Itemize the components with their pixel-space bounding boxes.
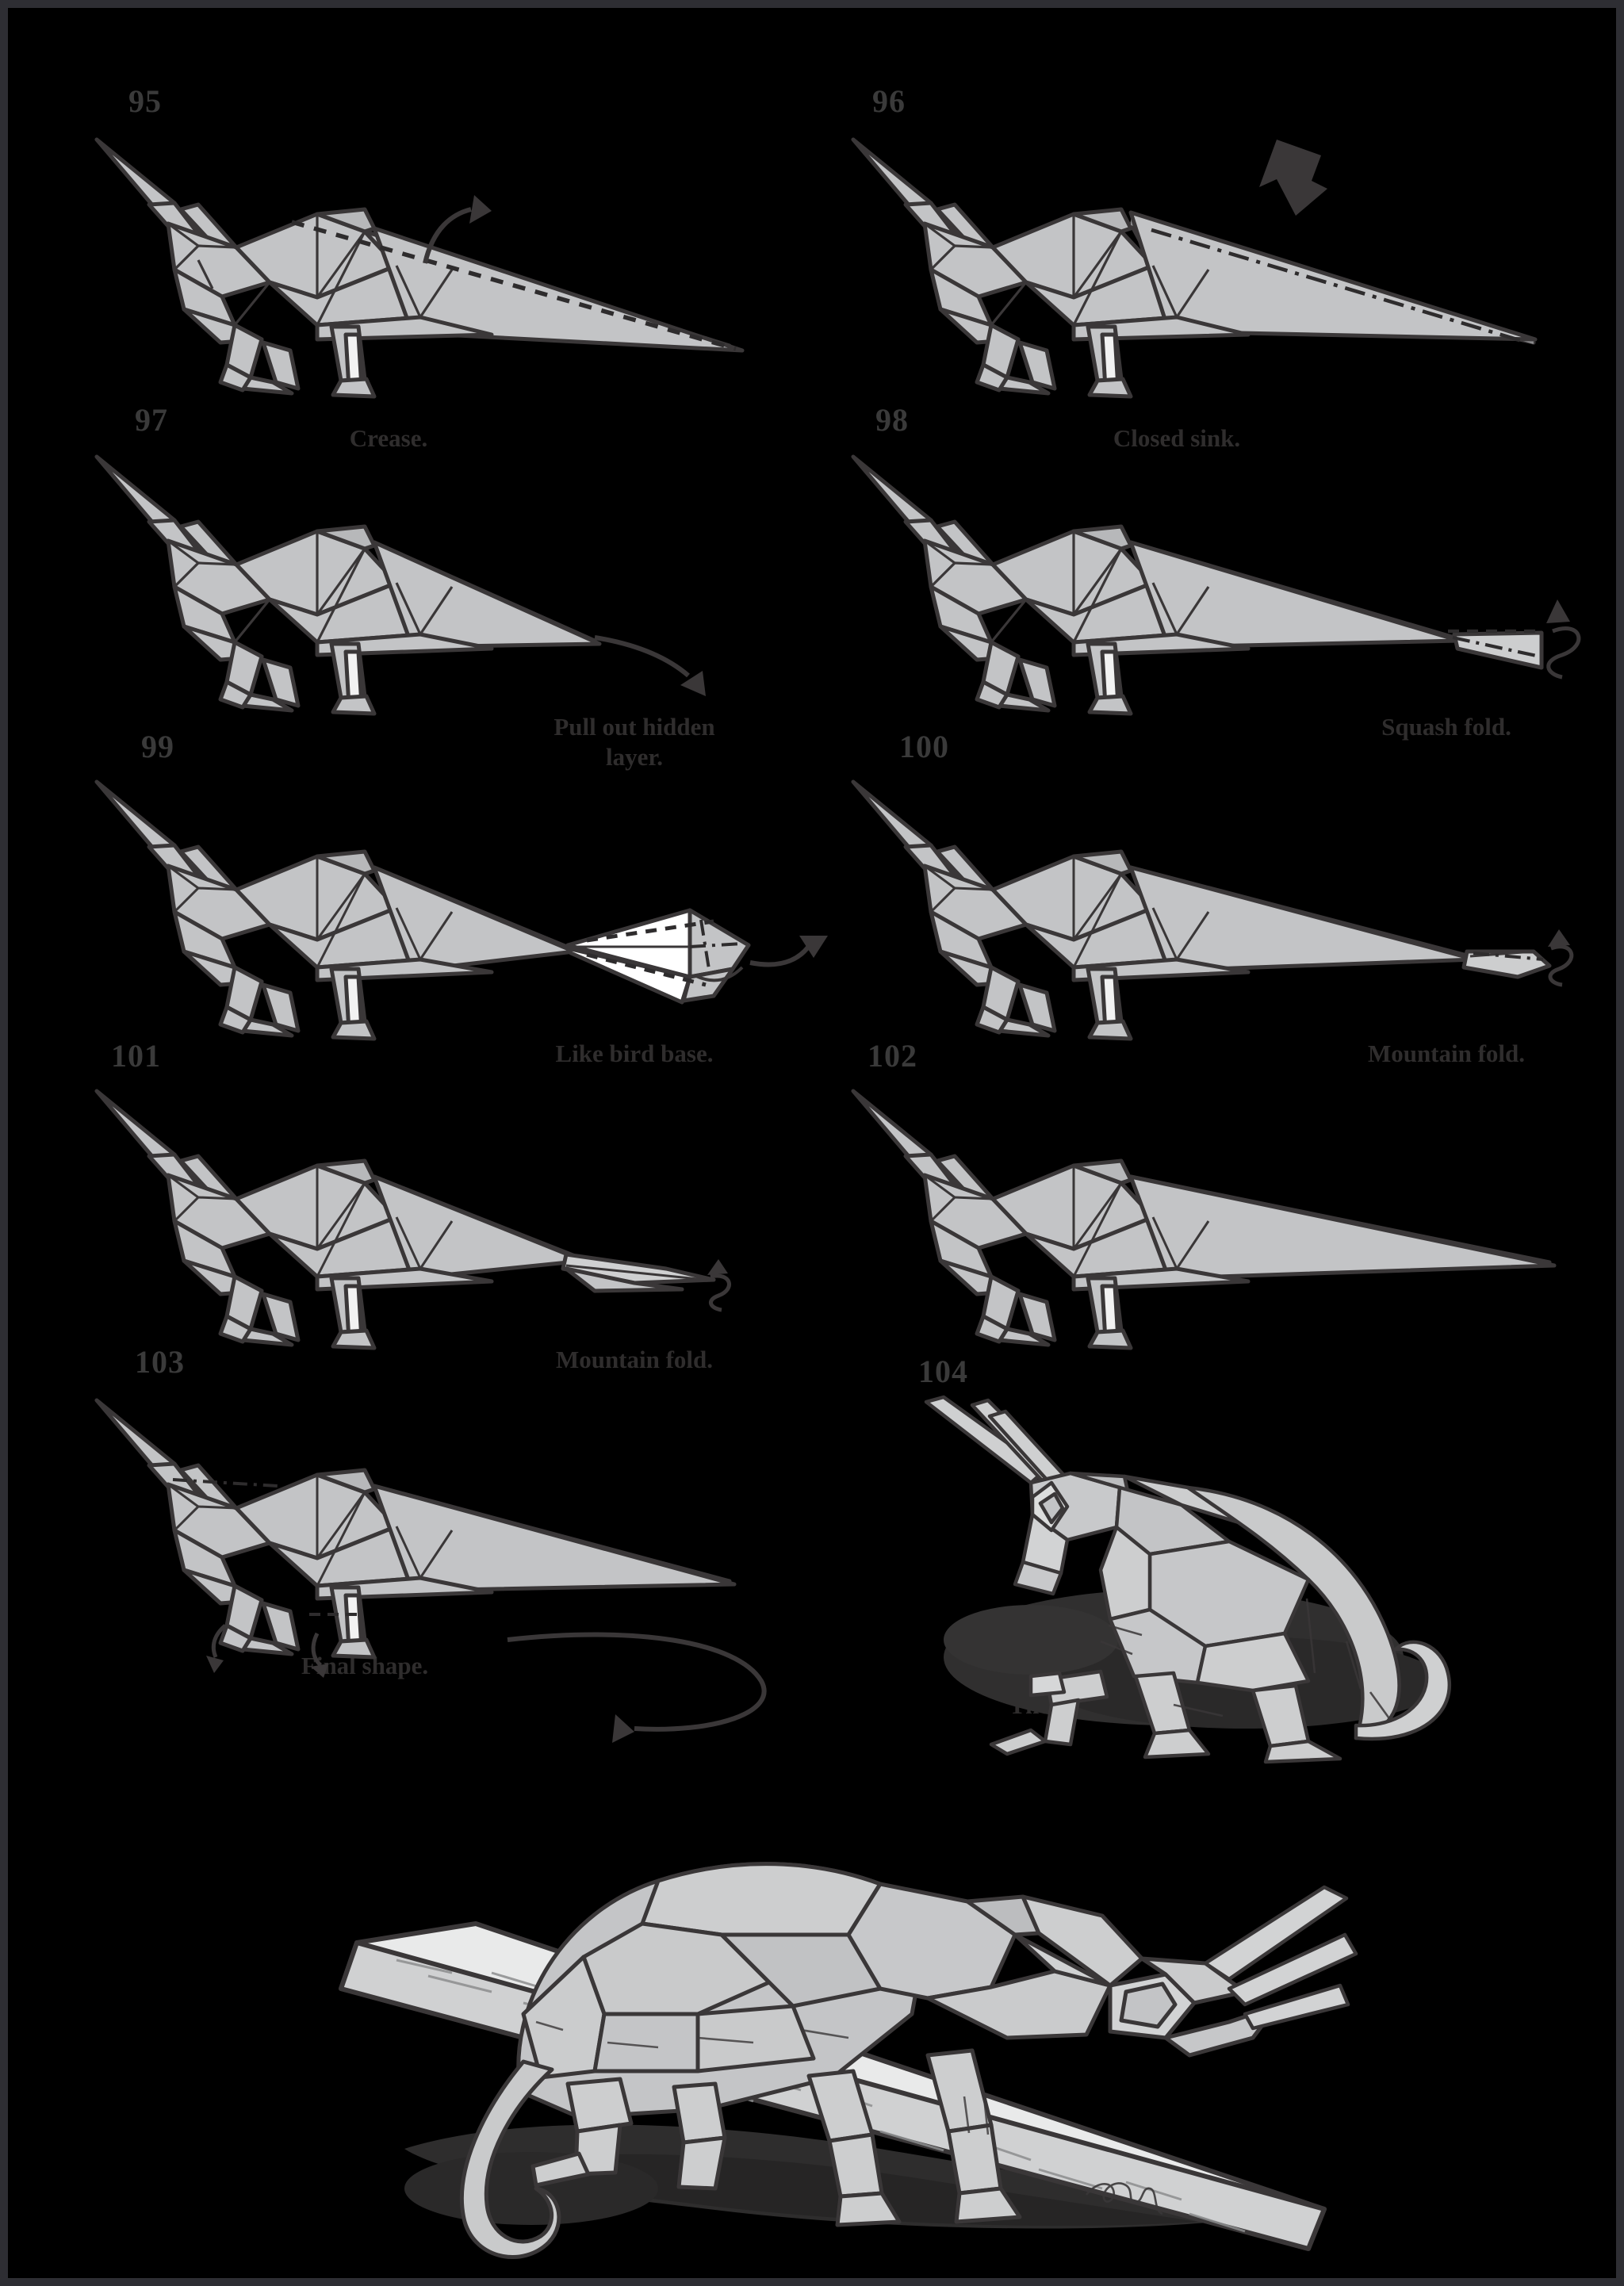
mountain-fold-arrow [1548,929,1574,987]
step-figure [836,127,1597,412]
step-number: 96 [872,83,906,119]
step-caption: Pull out hidden layer. [553,713,715,771]
mountain-fold-arrow [707,1259,731,1312]
step-102: 102 [820,991,1624,1411]
completed-model-figure [912,1372,1530,1764]
step-number: 99 [141,729,174,764]
step-103: 103 Final shape. [8,1300,880,1744]
step-number: 98 [875,402,909,438]
sink-arrow [1259,140,1327,216]
diagram-grid: 95 Crease. [8,8,1616,2278]
valley-fold-arrow [423,195,492,264]
step-caption: Crease. [349,424,428,452]
pull-out-arrow [594,635,706,696]
step-100: 100 Mountain fold. [820,682,1624,1102]
step-figure [79,444,793,716]
step-figure [79,127,793,412]
curled-tail [460,2059,561,2260]
step-figure [79,1078,809,1356]
squash-arrow [1546,599,1581,680]
step-figure [836,769,1613,1047]
step-99: 99 Like bird base. [8,682,828,1102]
step-96: 96 Closed sink. [820,8,1624,452]
step-figure [836,444,1613,716]
step-figure [79,769,828,1047]
step-number: 100 [899,729,949,764]
artist-signature [1085,2182,1163,2215]
step-caption: Squash fold. [1381,713,1511,741]
step-101: 101 Mountain fold. [8,991,820,1411]
step-caption: Mountain fold. [1367,1040,1526,1067]
step-98: 98 Squash fold. [820,357,1624,769]
step-figure [836,1078,1613,1356]
step-104: 104 The completed Jacksonii. [864,1324,1624,1768]
final-illustration [325,1776,1358,2268]
step-caption: Like bird base. [555,1040,714,1067]
small-arrows [206,1624,328,1678]
step-number: 101 [111,1038,161,1074]
step-number: 104 [918,1354,968,1389]
long-curved-arrow [507,1632,767,1743]
bird-base-arrow [749,936,828,967]
step-number: 97 [135,402,168,438]
step-number: 103 [135,1344,185,1380]
step-95: 95 Crease. [8,8,820,452]
step-figure [79,1388,872,1743]
step-caption: Mountain fold. [555,1346,714,1373]
step-number: 95 [128,83,162,119]
step-caption: Closed sink. [1113,424,1241,452]
three-horns [1203,1885,1358,2031]
step-number: 102 [868,1038,917,1074]
step-97: 97 Pull out hidden layer. [8,357,820,771]
